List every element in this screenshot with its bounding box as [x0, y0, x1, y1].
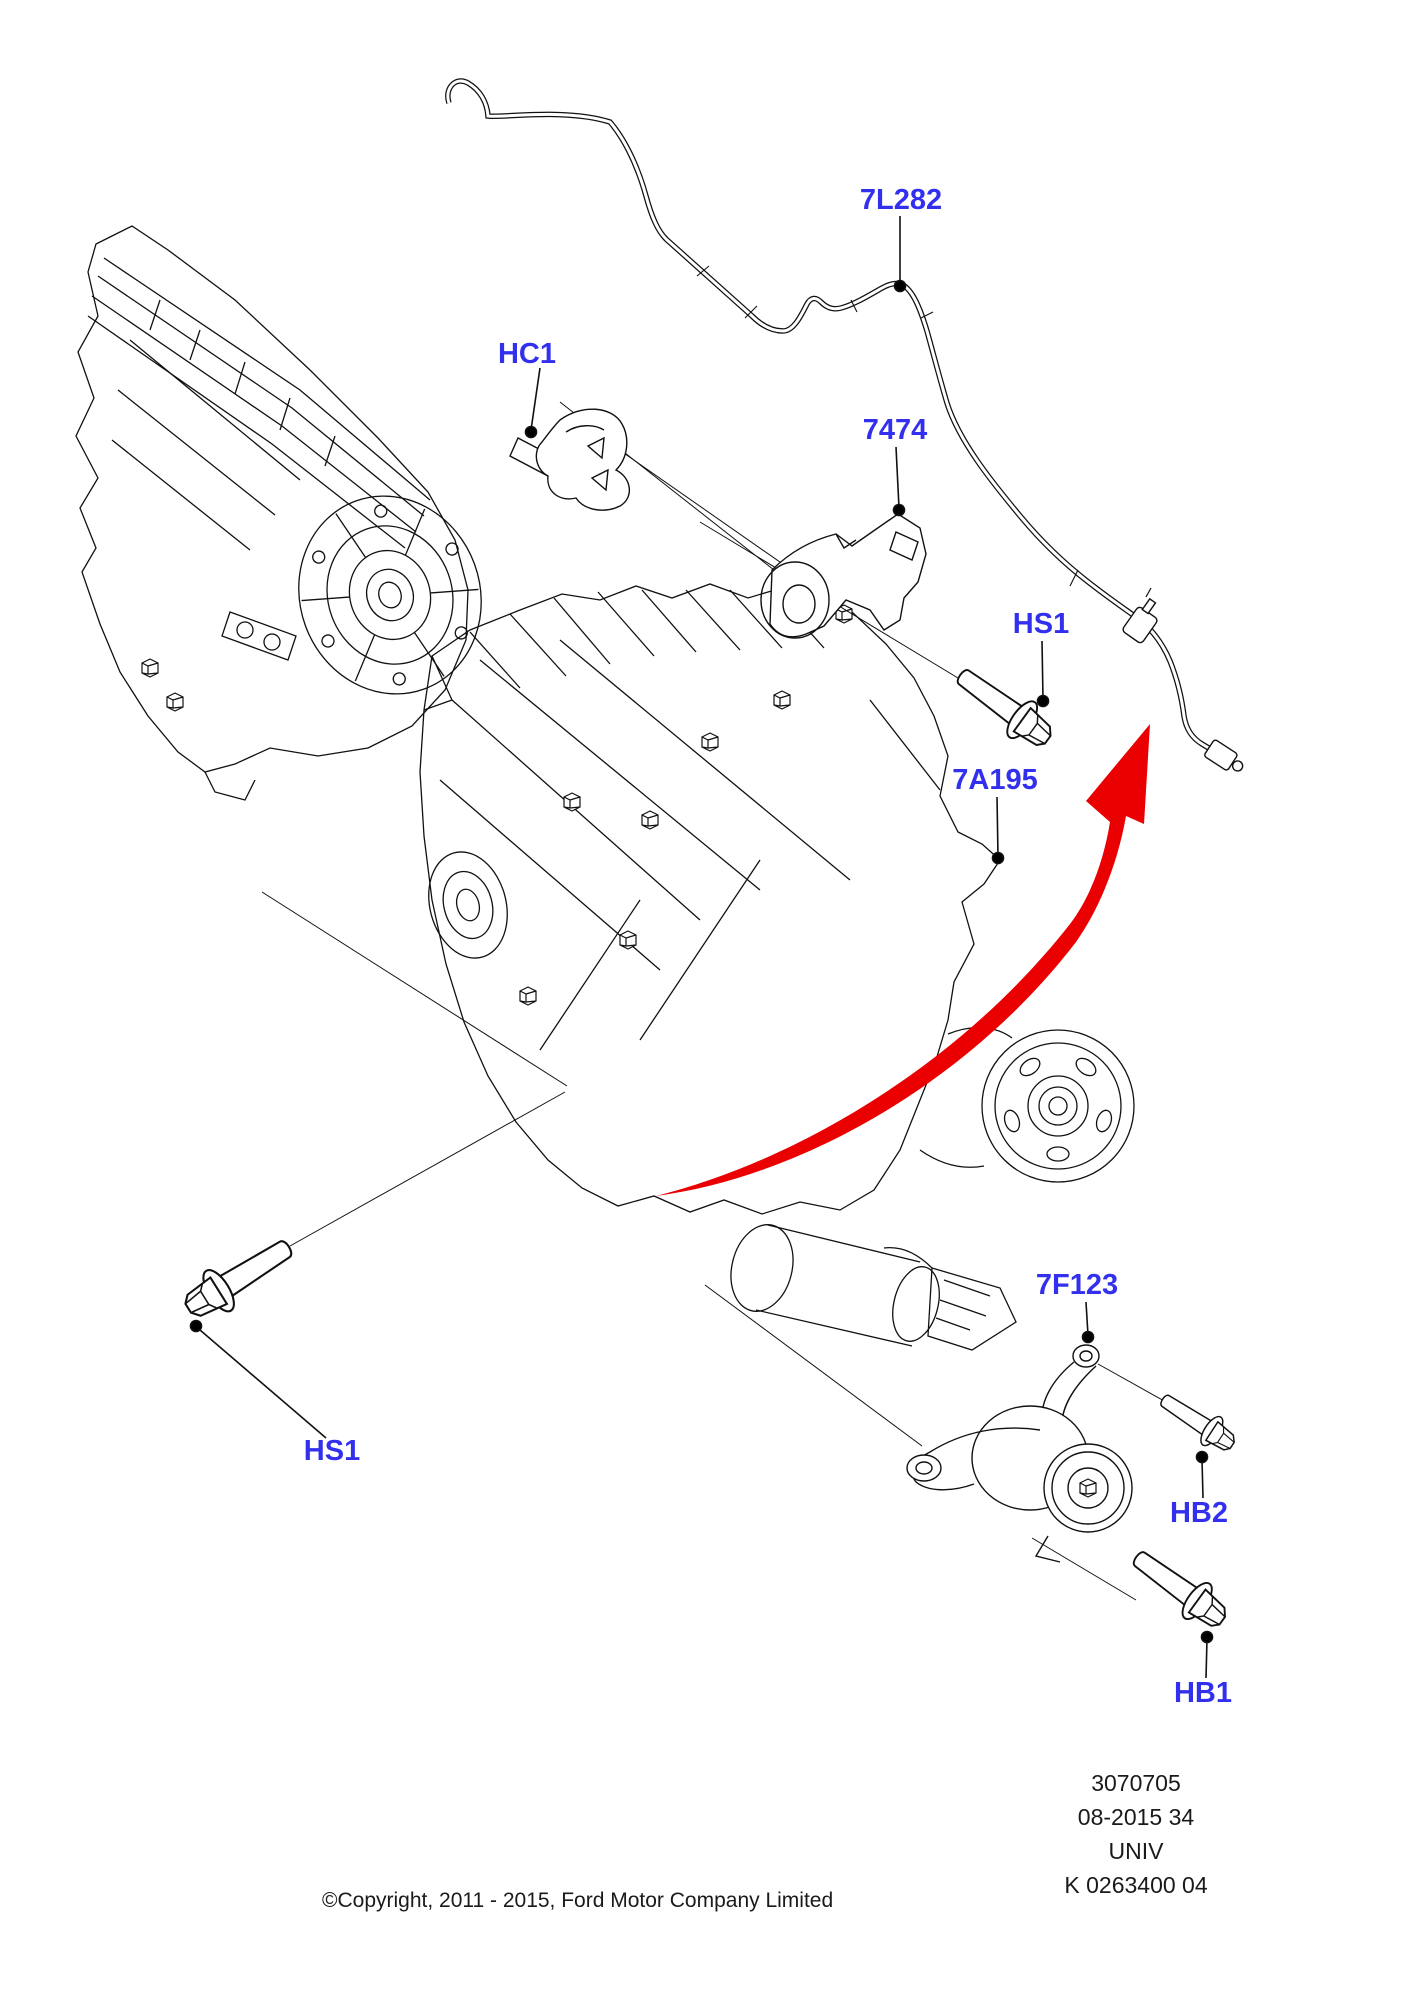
callout-7474[interactable]: 7474	[862, 414, 928, 446]
date-code: 08-2015 34	[1077, 1804, 1195, 1830]
market-code: UNIV	[1108, 1838, 1164, 1864]
transfer-case-line-art	[419, 583, 1135, 1351]
mount-line-art	[906, 1344, 1133, 1563]
bolt-hb2	[1152, 1384, 1243, 1460]
callout-leaders	[189, 216, 1214, 1679]
callout-7a195[interactable]: 7A195	[952, 764, 1038, 796]
bolt-hb1	[1122, 1538, 1237, 1638]
copyright-notice: ©Copyright, 2011 - 2015, Ford Motor Comp…	[322, 1889, 834, 1912]
bracket-line-art	[760, 513, 927, 639]
callout-hs1-lower[interactable]: HS1	[303, 1435, 361, 1467]
callout-hc1[interactable]: HC1	[497, 338, 557, 370]
bolt-hs1-lower	[175, 1225, 303, 1331]
clamp-line-art	[509, 408, 630, 511]
callout-7f123[interactable]: 7F123	[1035, 1269, 1119, 1301]
callout-hs1-upper[interactable]: HS1	[1012, 608, 1070, 640]
footer-info-block: 3070705 08-2015 34 UNIV K 0263400 04	[1005, 1766, 1267, 1902]
vent-tube-line-art	[448, 81, 1244, 772]
revision-code: K 0263400 04	[1064, 1872, 1208, 1898]
callout-hb1[interactable]: HB1	[1173, 1677, 1233, 1709]
transmission-line-art	[75, 225, 482, 801]
red-direction-arrow	[656, 724, 1150, 1196]
doc-number: 3070705	[1091, 1770, 1181, 1796]
callout-7l282[interactable]: 7L282	[859, 184, 943, 216]
callout-hb2[interactable]: HB2	[1169, 1497, 1229, 1529]
